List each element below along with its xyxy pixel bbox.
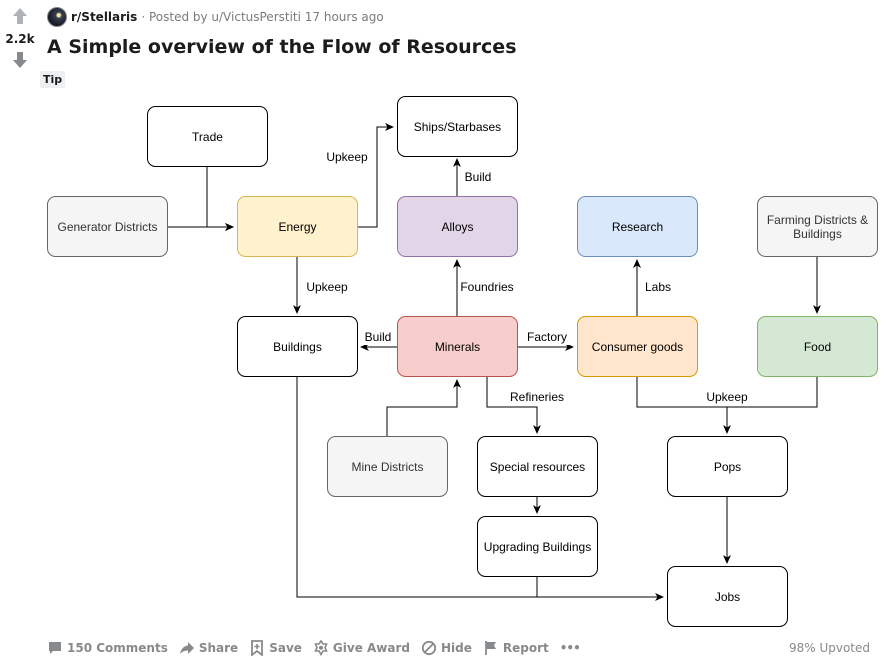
node-energy: Energy <box>237 196 358 257</box>
comment-icon <box>49 642 61 654</box>
edge-energy-ships <box>357 123 394 228</box>
edge-buildings-jobs <box>296 377 664 601</box>
edge-consumer-pops <box>636 377 731 434</box>
svg-text:Upgrading Buildings: Upgrading Buildings <box>484 540 591 554</box>
svg-text:Trade: Trade <box>192 130 223 144</box>
svg-text:Buildings: Buildings <box>273 340 322 354</box>
label-refineries: Refineries <box>510 390 564 404</box>
node-trade: Trade <box>147 106 268 167</box>
label-foundries: Foundries <box>460 280 513 294</box>
svg-text:Mine Districts: Mine Districts <box>351 460 423 474</box>
post-meta: r/Stellaris · Posted by u/VictusPerstiti… <box>47 7 384 27</box>
save-label: Save <box>269 641 302 655</box>
svg-text:Food: Food <box>804 340 831 354</box>
share-icon <box>179 642 194 654</box>
upvote-arrow-icon <box>13 8 27 24</box>
give-award-button[interactable]: Give Award <box>313 640 410 656</box>
downvote-arrow-icon <box>13 52 27 68</box>
node-mine-districts: Mine Districts <box>327 436 448 497</box>
label-upkeep-buildings: Upkeep <box>306 280 348 294</box>
upvote-ratio: 98% Upvoted <box>788 641 870 655</box>
upvote-button[interactable] <box>10 6 30 26</box>
label-build-buildings: Build <box>365 330 392 344</box>
svg-text:Ships/Starbases: Ships/Starbases <box>414 120 501 134</box>
label-labs: Labs <box>645 280 671 294</box>
svg-text:Buildings: Buildings <box>793 227 842 241</box>
svg-text:Consumer goods: Consumer goods <box>592 340 683 354</box>
label-factory: Factory <box>527 330 567 344</box>
label-upkeep-pops: Upkeep <box>706 390 748 404</box>
comments-button[interactable]: 150 Comments <box>47 640 168 656</box>
post-title[interactable]: A Simple overview of the Flow of Resourc… <box>47 36 517 58</box>
post-actions: 150 Comments Share Save Give Award Hide … <box>47 639 591 657</box>
node-consumer-goods: Consumer goods <box>577 316 698 377</box>
svg-text:Pops: Pops <box>714 460 741 474</box>
give-award-label: Give Award <box>332 641 410 655</box>
node-buildings: Buildings <box>237 316 358 377</box>
label-build-ships: Build <box>465 170 492 184</box>
label-upkeep-ships: Upkeep <box>326 150 368 164</box>
svg-text:Generator Districts: Generator Districts <box>57 220 157 234</box>
edge-mine-minerals <box>386 379 461 437</box>
node-alloys: Alloys <box>397 196 518 257</box>
node-generator-districts: Generator Districts <box>47 196 168 257</box>
more-options-button[interactable]: ••• <box>559 641 581 655</box>
comments-label: 150 Comments <box>67 641 168 655</box>
subreddit-icon[interactable] <box>47 7 67 27</box>
share-button[interactable]: Share <box>179 640 238 656</box>
node-food: Food <box>757 316 878 377</box>
post-flair[interactable]: Tip <box>40 71 66 88</box>
report-button[interactable]: Report <box>483 640 549 656</box>
node-jobs: Jobs <box>667 566 788 627</box>
flag-icon <box>484 641 496 655</box>
node-special-resources: Special resources <box>477 436 598 497</box>
svg-text:Jobs: Jobs <box>715 590 740 604</box>
more-options-icon: ••• <box>559 641 581 655</box>
svg-text:Farming Districts &: Farming Districts & <box>767 213 868 227</box>
hide-button[interactable]: Hide <box>421 640 472 656</box>
node-ships-starbases: Ships/Starbases <box>397 96 518 157</box>
downvote-button[interactable] <box>10 50 30 70</box>
node-minerals: Minerals <box>397 316 518 377</box>
posted-by: · Posted by u/VictusPerstiti 17 hours ag… <box>141 10 384 24</box>
edge-minerals-special <box>486 377 541 434</box>
node-research: Research <box>577 196 698 257</box>
svg-text:Research: Research <box>612 220 663 234</box>
node-upgrading-buildings: Upgrading Buildings <box>477 516 598 577</box>
svg-text:Alloys: Alloys <box>441 220 473 234</box>
vote-score: 2.2k <box>5 32 35 46</box>
bookmark-icon <box>251 640 264 656</box>
svg-text:Special resources: Special resources <box>490 460 585 474</box>
edge-food-pops <box>727 377 818 408</box>
node-pops: Pops <box>667 436 788 497</box>
vote-column: 2.2k <box>0 6 40 70</box>
report-label: Report <box>502 641 549 655</box>
share-label: Share <box>198 641 239 655</box>
save-button[interactable]: Save <box>249 640 302 656</box>
hide-label: Hide <box>441 641 472 655</box>
subreddit-link[interactable]: r/Stellaris <box>71 10 138 24</box>
edge-trade-energy <box>206 166 234 231</box>
node-farming-districts: Farming Districts & Buildings <box>757 196 878 257</box>
svg-text:Energy: Energy <box>278 220 316 234</box>
award-icon <box>314 640 328 656</box>
svg-text:Minerals: Minerals <box>435 340 480 354</box>
hide-icon <box>421 640 437 656</box>
